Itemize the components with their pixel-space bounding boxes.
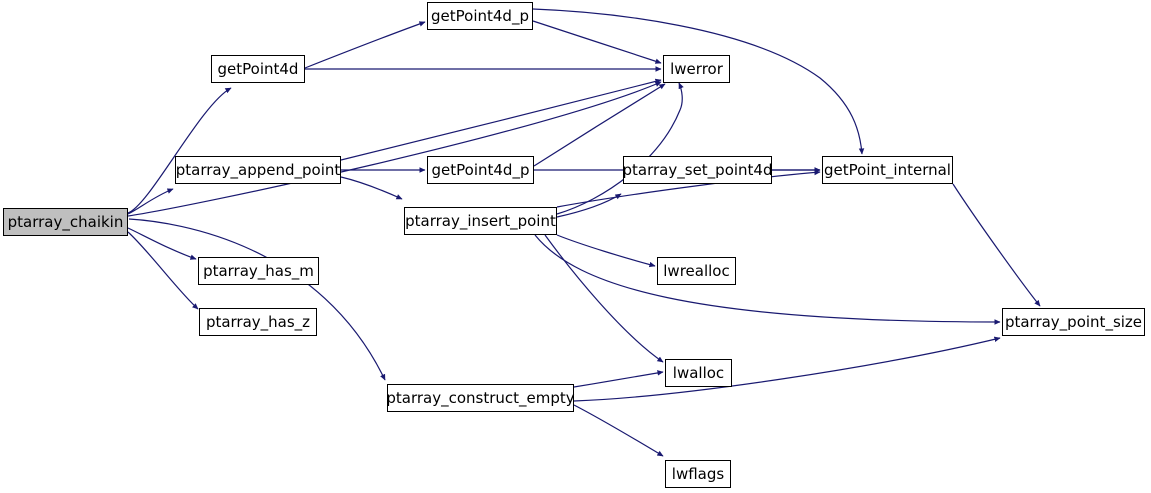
graph-node-getPoint_internal[interactable]: getPoint_internal <box>822 156 953 184</box>
graph-node-getPoint4d_p_mid[interactable]: getPoint4d_p <box>427 156 534 184</box>
graph-node-label: ptarray_append_point <box>175 160 341 179</box>
call-edge <box>127 87 232 214</box>
graph-node-label: lwerror <box>670 59 723 78</box>
call-edge <box>556 82 684 215</box>
call-edge <box>128 218 386 381</box>
graph-node-ptarray_construct_empty[interactable]: ptarray_construct_empty <box>386 384 575 412</box>
call-edge <box>532 8 865 155</box>
call-edge <box>544 234 664 363</box>
graph-node-label: ptarray_construct_empty <box>386 388 575 407</box>
call-edge <box>532 20 662 64</box>
call-edge <box>952 183 1041 307</box>
call-edge <box>556 169 821 208</box>
call-edge <box>556 234 656 268</box>
graph-node-label: getPoint_internal <box>824 160 951 179</box>
call-edge <box>573 404 664 457</box>
call-edge <box>340 176 403 200</box>
graph-node-label: ptarray_chaikin <box>7 212 124 231</box>
call-edge <box>127 231 199 310</box>
graph-node-lwerror[interactable]: lwerror <box>663 55 730 83</box>
graph-node-label: ptarray_set_point4d <box>622 160 773 179</box>
graph-node-lwrealloc[interactable]: lwrealloc <box>657 257 736 285</box>
graph-node-label: lwrealloc <box>663 261 730 280</box>
graph-node-label: lwflags <box>671 464 725 483</box>
graph-node-ptarray_insert_point[interactable]: ptarray_insert_point <box>404 207 557 235</box>
graph-node-ptarray_set_point4d[interactable]: ptarray_set_point4d <box>622 156 773 184</box>
call-edge <box>533 83 666 167</box>
graph-node-label: lwalloc <box>672 363 725 382</box>
graph-node-label: getPoint4d_p <box>431 6 529 25</box>
call-edge <box>127 227 197 260</box>
call-edge <box>340 78 662 161</box>
graph-node-getPoint4d_p_top[interactable]: getPoint4d_p <box>427 2 533 30</box>
call-edge <box>534 234 1001 325</box>
graph-node-ptarray_point_size[interactable]: ptarray_point_size <box>1002 308 1145 336</box>
graph-node-ptarray_append_point[interactable]: ptarray_append_point <box>175 156 341 184</box>
graph-node-label: getPoint4d_p <box>431 160 530 179</box>
graph-node-label: ptarray_insert_point <box>405 211 556 230</box>
call-edge <box>573 336 1001 402</box>
call-edge <box>127 188 174 215</box>
graph-node-label: getPoint4d <box>217 59 299 78</box>
graph-node-label: ptarray_point_size <box>1004 312 1143 331</box>
graph-node-ptarray_has_z[interactable]: ptarray_has_z <box>199 308 317 336</box>
call-edge <box>127 81 662 217</box>
graph-node-getPoint4d[interactable]: getPoint4d <box>211 55 305 83</box>
call-edge <box>573 370 664 388</box>
graph-node-label: ptarray_has_z <box>205 312 311 331</box>
graph-node-lwflags[interactable]: lwflags <box>665 460 731 488</box>
call-edge <box>304 21 426 69</box>
graph-node-ptarray_has_m[interactable]: ptarray_has_m <box>198 257 319 285</box>
graph-node-label: ptarray_has_m <box>203 261 314 280</box>
graph-node-ptarray_chaikin[interactable]: ptarray_chaikin <box>3 208 128 236</box>
graph-node-lwalloc[interactable]: lwalloc <box>665 359 732 387</box>
